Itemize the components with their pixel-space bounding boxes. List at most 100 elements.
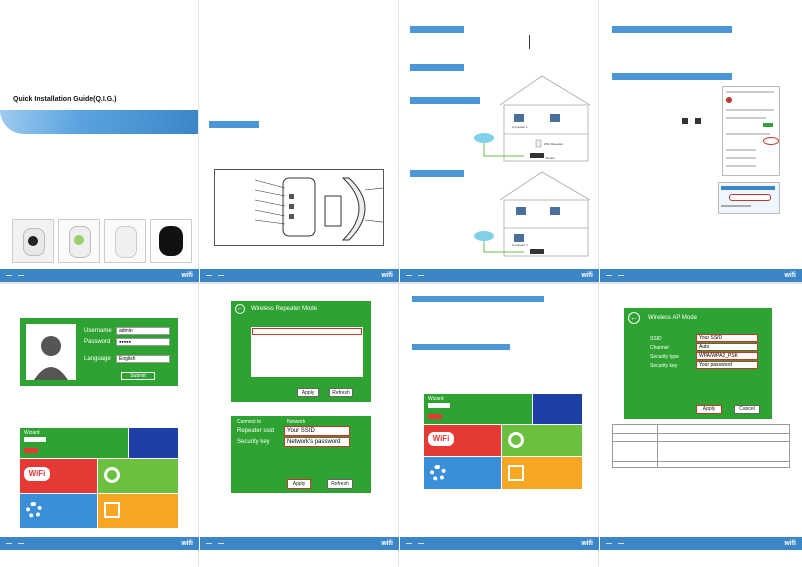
wifi-logo: wifi	[381, 540, 393, 547]
wifi-badge: WiFi	[428, 432, 454, 446]
grid-icon	[104, 502, 120, 518]
tile-management[interactable]	[20, 494, 97, 528]
ie-icon	[508, 432, 524, 448]
label-computer1: Computer 1	[512, 125, 528, 129]
connect-apply-button[interactable]: Apply	[287, 479, 311, 489]
dashboard: Wizard WiFi	[20, 428, 178, 528]
gear-icon	[430, 465, 446, 481]
tile-wizard[interactable]: Wizard	[424, 394, 532, 424]
language-label: Language	[84, 356, 111, 362]
channel-select[interactable]: Auto	[696, 343, 758, 351]
house-diagram	[474, 75, 591, 257]
tile-wifi[interactable]: WiFi	[20, 459, 97, 493]
security-type-label: Security type	[650, 354, 679, 360]
username-label: Username	[84, 328, 112, 334]
page-footer: wifi	[200, 537, 399, 550]
repeater-key-input[interactable]: Network's password	[284, 437, 350, 447]
section-bar	[612, 26, 732, 33]
selected-network-row[interactable]	[252, 328, 362, 335]
page-footer: wifi	[0, 537, 199, 550]
page-footer: wifi	[400, 537, 599, 550]
browser-address-bar	[718, 182, 780, 214]
repeater-apply-button[interactable]: Apply	[297, 388, 319, 397]
section-bar	[410, 64, 464, 71]
section-bar	[209, 121, 259, 128]
panel-connection	[600, 0, 799, 282]
panel-device	[200, 0, 399, 282]
small-icon	[682, 118, 688, 124]
wifi-logo: wifi	[181, 540, 193, 547]
product-photo-3	[104, 219, 146, 263]
repeater-screen: ← Wireless Repeater Mode Apply Refresh	[231, 301, 371, 402]
info-table	[612, 424, 790, 468]
wizard-label: Wizard	[428, 396, 444, 402]
device-diagram-frame	[214, 169, 384, 246]
password-input[interactable]: ●●●●●	[116, 338, 170, 346]
connect-refresh-button[interactable]: Refresh	[327, 479, 353, 489]
tile-management[interactable]	[424, 457, 501, 489]
tile-status	[533, 394, 582, 424]
section-bar	[410, 97, 480, 104]
ap-title: Wireless AP Mode	[648, 315, 697, 321]
section-bar	[412, 344, 510, 350]
wifi-logo: wifi	[784, 272, 796, 279]
label-router: Router	[546, 156, 556, 160]
wizard-label: Wizard	[24, 430, 40, 436]
repeater-ssid-input[interactable]: Your SSID	[284, 426, 350, 436]
login-screen: Username admin Password ●●●●● Language E…	[20, 318, 178, 386]
section-bar	[410, 26, 464, 33]
panel-cover: Quick Installation Guide(Q.I.G.)	[0, 0, 199, 282]
wifi-badge: WiFi	[24, 467, 50, 481]
row-divider	[0, 282, 802, 284]
repeater-connect-screen: Connect to Network Repeater ssid Your SS…	[231, 416, 371, 493]
username-input[interactable]: admin	[116, 327, 170, 335]
gear-icon	[26, 502, 42, 518]
ie-icon	[104, 467, 120, 483]
page-footer: wifi	[600, 537, 802, 550]
divider-line	[529, 35, 530, 49]
ssid-label: SSID	[650, 336, 662, 342]
ap-apply-button[interactable]: Apply	[696, 405, 722, 414]
security-key-input[interactable]: Your password	[696, 361, 758, 369]
page-footer: wifi	[400, 269, 599, 282]
panel-repeater: ← Wireless Repeater Mode Apply Refresh C…	[200, 284, 399, 566]
repeater-refresh-button[interactable]: Refresh	[329, 388, 353, 397]
tile-wizard[interactable]: Wizard	[20, 428, 128, 458]
security-key-label: Security key	[650, 363, 678, 369]
panel-dashboard: Wizard WiFi	[400, 284, 599, 566]
product-photo-2	[58, 219, 100, 263]
password-label: Password	[84, 339, 111, 345]
back-arrow-icon[interactable]: ←	[628, 312, 640, 324]
ap-cancel-button[interactable]: Cancel	[734, 405, 760, 414]
submit-button[interactable]: Submit	[121, 372, 155, 380]
cover-wave-band	[0, 110, 198, 134]
tile-mode[interactable]	[502, 457, 582, 489]
repeater-key-label: Security key	[237, 439, 270, 445]
wifi-logo: wifi	[381, 272, 393, 279]
wifi-logo: wifi	[181, 272, 193, 279]
section-bar	[612, 73, 732, 80]
tile-wifi[interactable]: WiFi	[424, 425, 501, 456]
small-icon	[695, 118, 701, 124]
ssid-input[interactable]: Your SSID	[696, 334, 758, 342]
grid-icon	[508, 465, 524, 481]
dashboard: Wizard WiFi	[424, 394, 582, 489]
connect-to-label: Connect to	[237, 419, 262, 425]
back-arrow-icon[interactable]: ←	[235, 304, 245, 314]
label-repeater: WiFi Repeater	[544, 142, 564, 146]
tile-status	[129, 428, 178, 458]
security-type-select[interactable]: WPA/WPA2_PSK	[696, 352, 758, 360]
panel-login: Username admin Password ●●●●● Language E…	[0, 284, 199, 566]
panel-house: Computer 1 WiFi Repeater Router Computer…	[400, 0, 599, 282]
language-select[interactable]: English	[116, 355, 170, 363]
tile-internet[interactable]	[98, 459, 178, 493]
tile-internet[interactable]	[502, 425, 582, 456]
ap-screen: ← Wireless AP Mode SSID Your SSID Channe…	[624, 308, 772, 419]
cover-title: Quick Installation Guide(Q.I.G.)	[13, 96, 117, 103]
tile-mode[interactable]	[98, 494, 178, 528]
section-bar	[410, 170, 464, 177]
page-footer: wifi	[600, 269, 802, 282]
product-photo-4	[150, 219, 192, 263]
wifi-logo: wifi	[581, 540, 593, 547]
panel-ap: ← Wireless AP Mode SSID Your SSID Channe…	[600, 284, 799, 566]
